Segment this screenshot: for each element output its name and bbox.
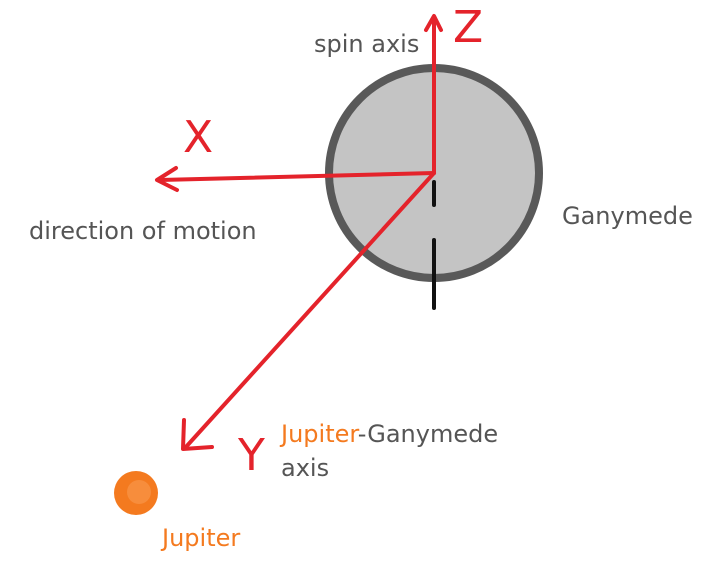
jupiter-ganymede-axis-caption: Jupiter-Ganymede [279, 420, 498, 448]
y-axis-arrow [181, 171, 436, 451]
z-axis-arrow [424, 14, 443, 175]
jupiter-dot [114, 471, 158, 515]
ganymede-label: Ganymede [562, 202, 693, 230]
x-axis-arrow [155, 166, 436, 192]
direction-of-motion-caption: direction of motion [29, 217, 257, 245]
jupiter-ganymede-caption-highlight: Jupiter [279, 420, 359, 448]
y-axis-letter: Y [237, 430, 265, 481]
x-axis-letter: X [183, 112, 213, 163]
z-axis-letter: Z [453, 2, 483, 53]
jupiter-ganymede-caption-rest: -Ganymede [358, 420, 498, 448]
spin-axis-caption: spin axis [314, 30, 419, 58]
jupiter-ganymede-axis-caption-line2: axis [281, 454, 329, 482]
jupiter-label: Jupiter [160, 524, 240, 552]
